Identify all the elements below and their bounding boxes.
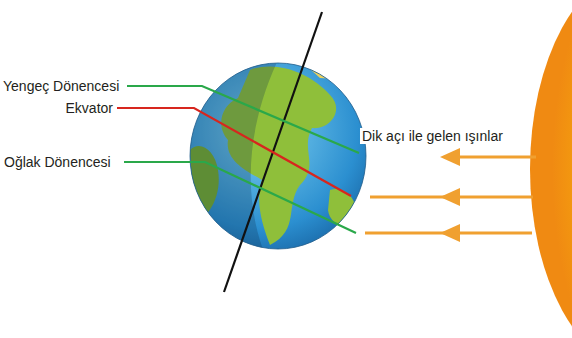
sun-rays [365, 148, 536, 242]
equator-line [117, 108, 351, 196]
tropic-label: Yengeç Dönencesi [3, 78, 119, 94]
rays-label: Dik açı ile gelen ışınlar [360, 128, 505, 144]
tropic-label: Oğlak Dönencesi [4, 154, 111, 170]
tropic-line [127, 86, 359, 153]
equator-label: Ekvator [66, 100, 113, 116]
tropic-line [124, 162, 356, 233]
sun [530, 0, 572, 338]
